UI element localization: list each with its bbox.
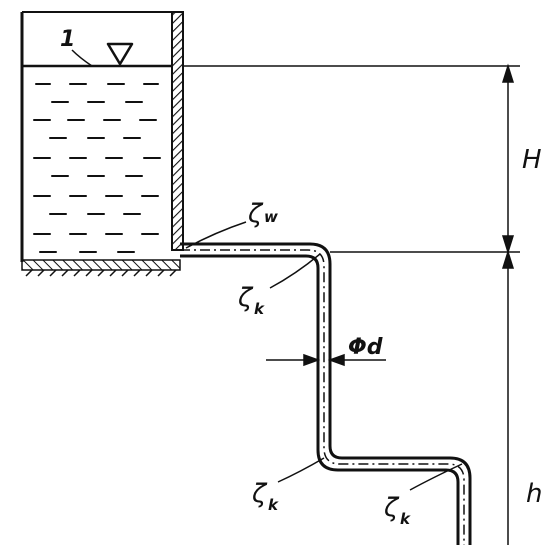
tank-right-wall-hatched <box>171 11 184 251</box>
zeta-k-symbol-1: ζ <box>237 283 254 313</box>
tank-bottom-hatched <box>21 259 181 271</box>
arrow-d-left <box>303 353 321 367</box>
diameter-dimension <box>266 353 386 367</box>
zeta-w-symbol: ζ <box>247 199 264 229</box>
zeta-k-subscript-2: k <box>268 496 279 514</box>
diameter-label: Φd <box>348 335 383 360</box>
zeta-k-symbol-2: ζ <box>251 479 268 509</box>
water-dashes <box>33 83 161 253</box>
dimension-line-vertical <box>501 63 515 545</box>
leader-zeta-k-1 <box>269 253 321 289</box>
zeta-k-symbol-3: ζ <box>383 493 400 523</box>
free-surface-triangle-icon <box>106 42 134 66</box>
tank <box>20 11 184 277</box>
leader-zeta-k-3 <box>409 463 463 491</box>
pipe-wall-bottom <box>180 254 460 545</box>
pipe <box>180 242 472 545</box>
ground-hatch-marks <box>25 269 177 277</box>
leader-zeta-w <box>185 221 247 249</box>
zeta-w-subscript: w <box>264 208 278 226</box>
zeta-k-subscript-3: k <box>400 510 411 528</box>
leader-lines <box>185 221 463 491</box>
leader-zeta-k-2 <box>277 457 325 483</box>
arrow-d-right <box>327 353 345 367</box>
tank-number-label: 1 <box>60 27 75 52</box>
arrow-H-bottom <box>501 235 515 255</box>
height-h-label: h <box>526 479 542 509</box>
height-H-label: H <box>522 145 542 175</box>
arrow-H-top <box>501 63 515 83</box>
tank-label-leader <box>71 49 93 67</box>
arrow-h-top <box>501 249 515 269</box>
zeta-k-subscript-1: k <box>254 300 265 318</box>
pipe-centerline <box>180 249 465 545</box>
pipe-wall-top <box>180 242 472 545</box>
